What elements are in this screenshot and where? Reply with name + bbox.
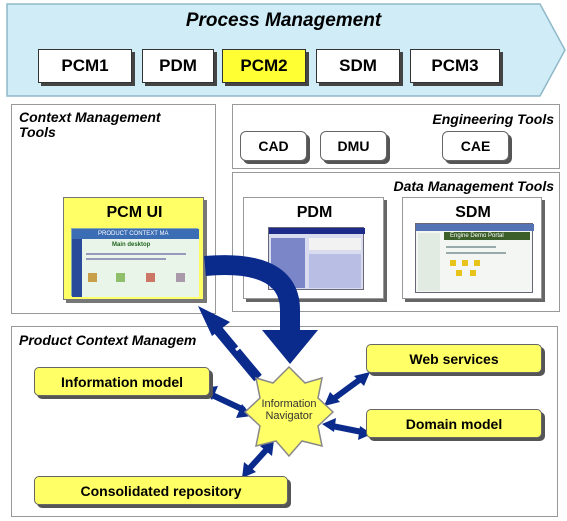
- navigator-to-pcm-ui-arrow: [214, 326, 262, 382]
- arrowhead: [198, 306, 230, 336]
- screenshot-text-line: [86, 253, 186, 255]
- module-pcm1[interactable]: PCM1: [38, 49, 132, 83]
- module-sdm[interactable]: SDM: [316, 49, 400, 83]
- curved-flow-arrowhead: [262, 330, 318, 364]
- module-pcm2[interactable]: PCM2: [222, 49, 306, 83]
- node-information-model[interactable]: Information model: [34, 367, 210, 396]
- data-management-title: Data Management Tools: [393, 178, 554, 194]
- tool-cad[interactable]: CAD: [240, 131, 307, 161]
- screenshot-header-text: PRODUCT CONTEXT MA: [98, 231, 169, 237]
- information-navigator-label[interactable]: Information Navigator: [261, 398, 317, 422]
- screenshot-icon: [470, 270, 476, 276]
- screenshot-sidebar: [418, 233, 440, 291]
- screenshot-icon: [474, 260, 480, 266]
- screenshot-text-line: [446, 246, 496, 248]
- screenshot-icon: [450, 260, 456, 266]
- sdm-label: SDM: [455, 204, 491, 221]
- navigator-repository-arrow: [245, 445, 271, 473]
- process-management-title: Process Management: [185, 10, 382, 31]
- node-web-services[interactable]: Web services: [366, 344, 542, 373]
- screenshot-sidebar: [72, 239, 82, 297]
- screenshot-table: [309, 254, 361, 288]
- screenshot-titlebar: [269, 228, 365, 234]
- screenshot-icon: [176, 273, 185, 282]
- sdm-screenshot: Engine Demo Portal: [415, 223, 534, 293]
- node-consolidated-repository[interactable]: Consolidated repository: [34, 476, 288, 505]
- screenshot-icon: [116, 273, 125, 282]
- screenshot-body: [82, 239, 199, 297]
- sdm-card[interactable]: SDM Engine Demo Portal: [402, 197, 542, 299]
- navigator-information-model-arrow: [208, 391, 246, 413]
- navigator-domain-model-arrow: [331, 423, 363, 435]
- engineering-tools-title: Engineering Tools: [432, 111, 554, 127]
- screenshot-titlebar: [416, 224, 534, 231]
- screenshot-icon: [88, 273, 97, 282]
- module-pcm3[interactable]: PCM3: [410, 49, 500, 83]
- screenshot-icon: [462, 260, 468, 266]
- sdm-portal-title: Engine Demo Portal: [450, 233, 504, 239]
- screenshot-banner: [444, 232, 530, 240]
- screenshot-titlebar: [72, 229, 199, 239]
- screenshot-icon: [456, 270, 462, 276]
- screenshot-subtitle: Main desktop: [112, 242, 151, 248]
- screenshot-icon: [146, 273, 155, 282]
- pcm-ui-card[interactable]: PCM UI PRODUCT CONTEXT MA Main desktop: [63, 197, 204, 300]
- screenshot-text-line: [446, 252, 506, 254]
- navigator-web-services-arrow: [330, 375, 364, 403]
- pdm-label: PDM: [296, 204, 333, 221]
- node-domain-model[interactable]: Domain model: [366, 409, 542, 438]
- product-context-title: Product Context Managem: [19, 332, 197, 348]
- tool-cae[interactable]: CAE: [442, 131, 509, 161]
- screenshot-panel: [309, 238, 361, 250]
- pcm-ui-label: PCM UI: [106, 204, 163, 221]
- tool-dmu[interactable]: DMU: [320, 131, 387, 161]
- screenshot-text-line: [86, 258, 166, 260]
- curved-flow-arrow: [204, 255, 300, 334]
- context-management-title: Context Management Tools: [19, 109, 161, 140]
- information-navigator-shape: [243, 365, 335, 458]
- pcm-ui-screenshot: PRODUCT CONTEXT MA Main desktop: [71, 228, 199, 297]
- module-pdm[interactable]: PDM: [142, 49, 214, 83]
